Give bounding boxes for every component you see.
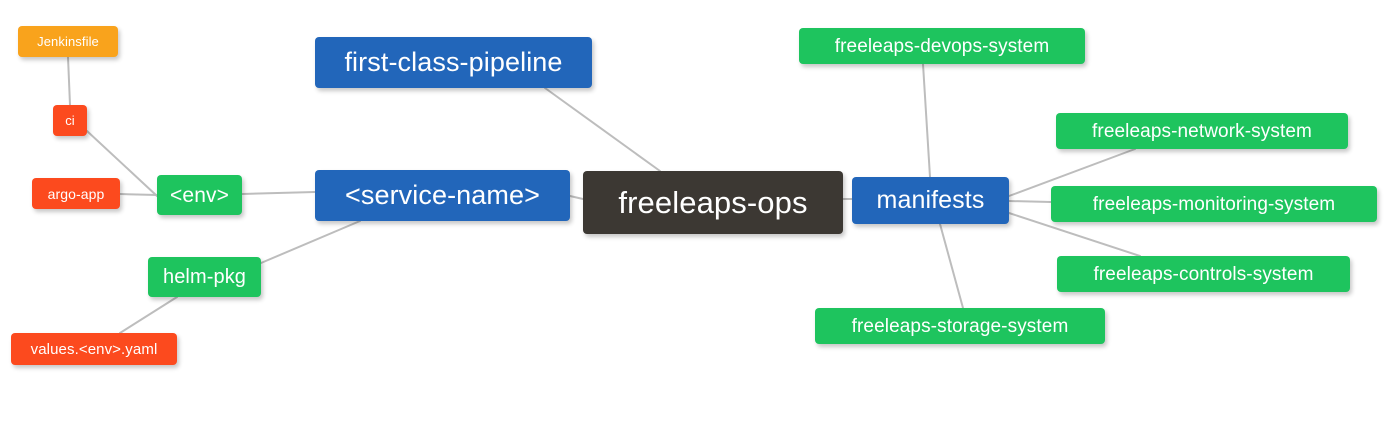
edge-manifests-to-freeleaps-devops-system [922,63,931,178]
edge-manifests-to-freeleaps-storage-system [939,223,964,309]
node-freeleaps-controls-system[interactable]: freeleaps-controls-system [1057,256,1350,292]
edge-env-to-service-name [241,191,316,195]
node-manifests[interactable]: manifests [852,177,1009,224]
node-label: Jenkinsfile [37,34,99,49]
node-argo-app[interactable]: argo-app [32,178,120,209]
node-label: <service-name> [345,180,540,210]
node-env[interactable]: <env> [157,175,242,215]
node-label: freeleaps-monitoring-system [1092,193,1336,215]
node-freeleaps-devops-system[interactable]: freeleaps-devops-system [799,28,1085,64]
node-label: freeleaps-controls-system [1093,263,1314,285]
node-helm-pkg[interactable]: helm-pkg [148,257,261,297]
node-label: freeleaps-storage-system [851,315,1069,337]
node-ci[interactable]: ci [53,105,87,136]
node-freeleaps-network-system[interactable]: freeleaps-network-system [1056,113,1348,149]
node-label: values.<env>.yaml [30,340,158,358]
node-label: <env> [170,183,229,207]
node-freeleaps-monitoring-system[interactable]: freeleaps-monitoring-system [1051,186,1377,222]
node-label: freeleaps-ops [618,185,808,220]
node-values-env-yaml[interactable]: values.<env>.yaml [11,333,177,365]
node-freeleaps-storage-system[interactable]: freeleaps-storage-system [815,308,1105,344]
node-label: freeleaps-devops-system [834,35,1050,57]
edge-helm-pkg-to-values-env-yaml [119,296,178,334]
node-label: manifests [876,186,985,214]
node-service-name[interactable]: <service-name> [315,170,570,221]
edge-service-name-to-helm-pkg [260,220,361,264]
node-first-class-pipeline[interactable]: first-class-pipeline [315,37,592,88]
node-label: argo-app [47,185,105,202]
edge-manifests-to-freeleaps-monitoring-system [1008,200,1052,203]
edge-first-class-pipeline-to-freeleaps-ops [544,87,661,172]
edge-argo-app-to-env [119,193,158,196]
edge-service-name-to-freeleaps-ops [569,195,584,200]
node-label: ci [65,113,75,128]
node-label: first-class-pipeline [344,47,563,77]
node-label: freeleaps-network-system [1092,120,1312,142]
node-jenkinsfile[interactable]: Jenkinsfile [18,26,118,57]
edge-jenkinsfile-to-ci [67,56,71,106]
node-freeleaps-ops[interactable]: freeleaps-ops [583,171,843,234]
node-label: helm-pkg [162,266,247,288]
